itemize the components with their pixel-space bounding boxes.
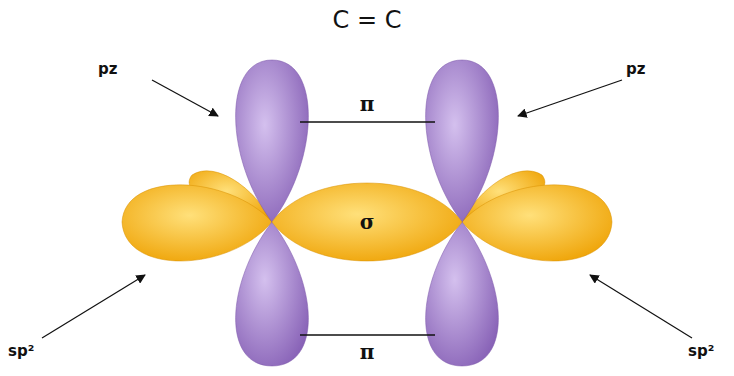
- diagram-title: C = C: [333, 6, 402, 34]
- leader-arrow: [42, 275, 145, 338]
- sigma-lobe: σ: [272, 170, 462, 274]
- leader-arrow: [152, 80, 218, 116]
- pz-lobe: [426, 60, 499, 222]
- bond-symbol: σ: [360, 210, 375, 234]
- bond-symbol: π: [360, 92, 375, 116]
- sp2-lobe: [122, 185, 272, 261]
- bond-symbol: π: [360, 340, 375, 364]
- pi-line: [300, 121, 435, 123]
- sp2-lobe: [462, 185, 612, 261]
- leader-arrow: [518, 80, 622, 116]
- orbital-label: pz: [98, 60, 117, 78]
- sigma-lobe-outline: [272, 183, 462, 261]
- orbital-label: pz: [626, 60, 645, 78]
- leader-arrow: [590, 275, 692, 338]
- orbital-label: sp²: [8, 342, 34, 360]
- orbital-label: sp²: [688, 342, 714, 360]
- pz-lobe: [236, 60, 309, 222]
- pi-line: [300, 334, 435, 336]
